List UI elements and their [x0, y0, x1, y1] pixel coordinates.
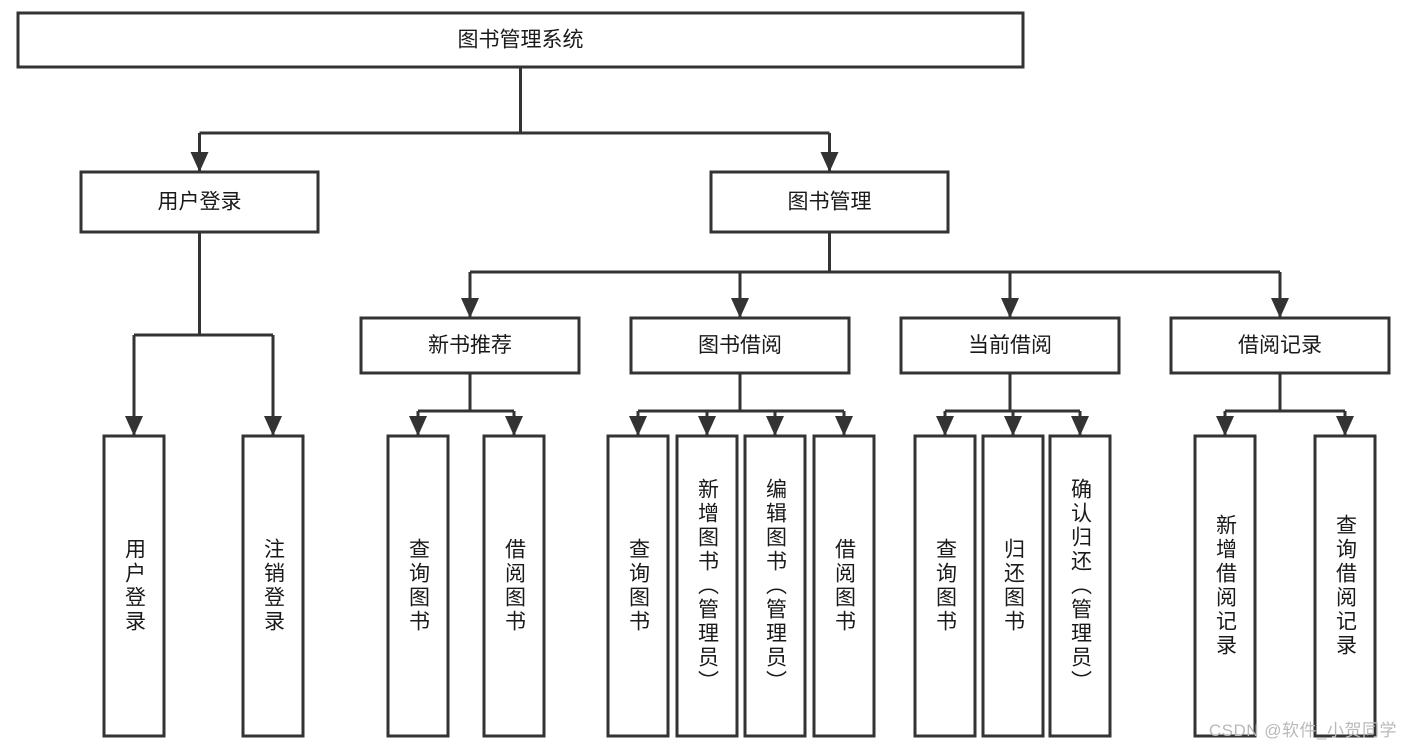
arrow-head-icon [190, 152, 209, 172]
arrow-head-icon [1001, 298, 1019, 318]
arrow-head-icon [698, 416, 716, 436]
csdn-watermark: CSDN @软件_小贺同学 [1208, 721, 1397, 740]
arrow-head-icon [835, 416, 853, 436]
arrow-head-icon [505, 416, 523, 436]
node-leaf-1[interactable] [241, 434, 305, 738]
arrow-head-icon [1336, 416, 1354, 436]
node-level3-0-label: 新书推荐 [428, 334, 512, 357]
node-leaf-8[interactable] [913, 434, 977, 738]
arrow-head-icon [125, 416, 143, 436]
node-leaf-6-rect [743, 434, 807, 738]
node-leaf-12-rect [1313, 434, 1377, 738]
node-leaf-10[interactable] [1048, 434, 1112, 738]
arrow-head-icon [1271, 298, 1289, 318]
node-level2-0-rect [79, 170, 320, 234]
arrow-head-icon [629, 416, 647, 436]
node-level2-1-label: 图书管理 [788, 191, 872, 214]
arrow-head-icon [1216, 416, 1234, 436]
node-leaf-0[interactable] [102, 434, 166, 738]
node-leaf-2-rect [386, 434, 450, 738]
node-level3-3-label: 借阅记录 [1238, 334, 1322, 357]
node-leaf-11[interactable] [1193, 434, 1257, 738]
node-leaf-5-rect [675, 434, 739, 738]
node-leaf-11-rect [1193, 434, 1257, 738]
node-root[interactable] [16, 11, 1025, 69]
node-leaf-8-rect [913, 434, 977, 738]
arrow-head-icon [1004, 416, 1022, 436]
node-leaf-4-rect [606, 434, 670, 738]
node-leaf-6[interactable] [743, 434, 807, 738]
arrow-head-icon [461, 298, 479, 318]
node-leaf-7-rect [812, 434, 876, 738]
arrow-head-icon [731, 298, 749, 318]
arrow-head-icon [936, 416, 954, 436]
arrow-head-icon [820, 152, 839, 172]
node-leaf-5[interactable] [675, 434, 739, 738]
node-leaf-1-rect [241, 434, 305, 738]
node-level2-0-label: 用户登录 [158, 191, 242, 214]
node-leaf-4[interactable] [606, 434, 670, 738]
node-level3-3[interactable] [1169, 316, 1391, 375]
node-level3-1-label: 图书借阅 [698, 334, 782, 357]
node-leaf-3[interactable] [482, 434, 546, 738]
node-leaf-9-rect [981, 434, 1045, 738]
node-leaf-2[interactable] [386, 434, 450, 738]
node-root-rect [16, 11, 1025, 69]
node-level3-3-rect [1169, 316, 1391, 375]
arrow-head-icon [409, 416, 427, 436]
node-level2-0[interactable] [79, 170, 320, 234]
node-leaf-10-rect [1048, 434, 1112, 738]
node-level2-1[interactable] [709, 170, 950, 234]
node-leaf-0-rect [102, 434, 166, 738]
node-leaf-12[interactable] [1313, 434, 1377, 738]
node-leaf-3-rect [482, 434, 546, 738]
node-leaf-7[interactable] [812, 434, 876, 738]
arrow-head-icon [264, 416, 282, 436]
node-root-label: 图书管理系统 [458, 29, 584, 52]
arrow-head-icon [766, 416, 784, 436]
node-level2-1-rect [709, 170, 950, 234]
node-leaf-9[interactable] [981, 434, 1045, 738]
node-level3-2-label: 当前借阅 [968, 334, 1052, 357]
arrow-head-icon [1071, 416, 1089, 436]
